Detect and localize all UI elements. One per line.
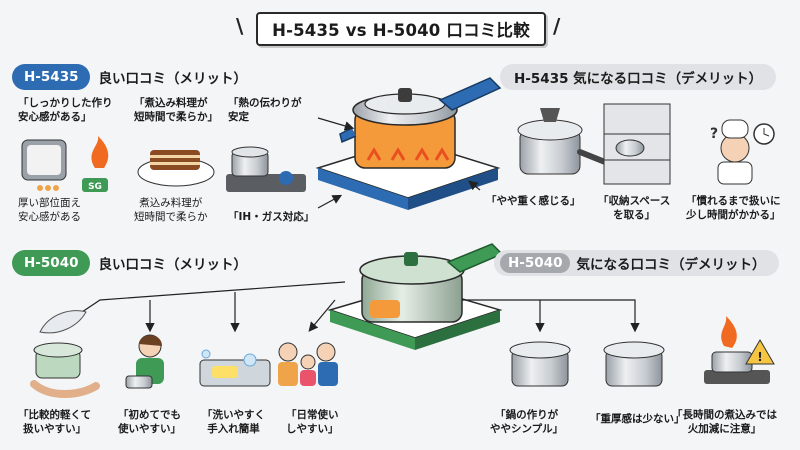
warning-icon: !	[704, 316, 775, 384]
gas-stove-icon	[226, 146, 306, 192]
h5040-good-item: 「比較的軽くて 扱いやすい」	[18, 409, 92, 435]
svg-text:!: !	[757, 350, 762, 364]
h5040-good-title: 良い口コミ（メリット）	[98, 257, 247, 273]
h5435-good-item: 「しっかりした作り 安心感がある」	[18, 97, 113, 123]
sg-mark-icon: SG	[88, 182, 102, 192]
woman-cooking-icon	[125, 334, 164, 389]
h5435-bad-item: 「慣れるまで扱いに 少し時間がかかる」	[686, 195, 781, 221]
family-icon	[278, 342, 338, 386]
braised-pork-icon	[137, 150, 215, 187]
flame-icon: SG	[82, 136, 109, 192]
chef-icon: ?	[710, 119, 753, 185]
h5040-bad-item: 「鍋の作りが ややシンプル」	[490, 409, 564, 435]
h5435-good-title: 良い口コミ（メリット）	[98, 71, 247, 87]
h5435-bad-item: 「収納スペース を取る」	[598, 195, 671, 221]
h5435-bad-item: 「やや重く感じる」	[486, 195, 581, 207]
title-slash-left: \	[236, 14, 244, 38]
h5435-good-item: 厚い部位面え 安心感がある	[18, 197, 81, 223]
h5040-badge: H-5040	[12, 250, 91, 276]
h5435-good-item: 煮込み料理が 短時間で柔らか	[134, 197, 208, 223]
page-title: H-5435 vs H-5040 口コミ比較	[256, 12, 546, 46]
h5435-bad-heading: H-5435 気になる口コミ（デメリット）	[500, 64, 777, 90]
clock-icon	[753, 123, 775, 145]
h5040-good-item: 「初めてでも 使いやすい」	[118, 409, 181, 435]
title-slash-right: /	[553, 14, 561, 38]
h5040-bad-badge: H-5040	[500, 253, 571, 273]
light-pot-icon	[30, 342, 100, 398]
sink-icon	[199, 349, 271, 387]
feather-icon	[39, 310, 87, 334]
heavy-pot-icon	[517, 108, 613, 175]
pot-icon	[509, 341, 665, 387]
rice-cooker-pot-icon	[21, 139, 67, 191]
h5435-good-heading: H-5435 良い口コミ（メリット）	[12, 64, 247, 90]
h5040-bad-item: 「長時間の煮込みでは 火加減に注意」	[672, 409, 777, 435]
h5435-good-item: 「熱の伝わりが 安定	[228, 97, 302, 123]
h5040-bad-item: 「重厚感は少ない」	[590, 413, 685, 425]
h5040-good-item: 「日常使い しやすい」	[286, 409, 339, 435]
kitchen-shelf-icon	[603, 103, 671, 185]
hand-icon	[30, 380, 100, 398]
pressure-cooker-blue-icon	[315, 77, 502, 210]
h5435-good-item: 「IH・ガス対応」	[228, 211, 315, 223]
h5040-bad-heading: H-5040 気になる口コミ（デメリット）	[494, 250, 780, 276]
pressure-cooker-green-icon	[327, 243, 504, 350]
h5435-badge: H-5435	[12, 64, 91, 90]
h5040-good-heading: H-5040 良い口コミ（メリット）	[12, 250, 247, 276]
h5040-bad-title: 気になる口コミ（デメリット）	[576, 257, 766, 273]
h5435-good-item: 「煮込み料理が 短時間で柔らか」	[134, 97, 218, 123]
svg-text:?: ?	[710, 126, 718, 142]
h5040-good-item: 「洗いやすく 手入れ簡単	[202, 409, 265, 435]
